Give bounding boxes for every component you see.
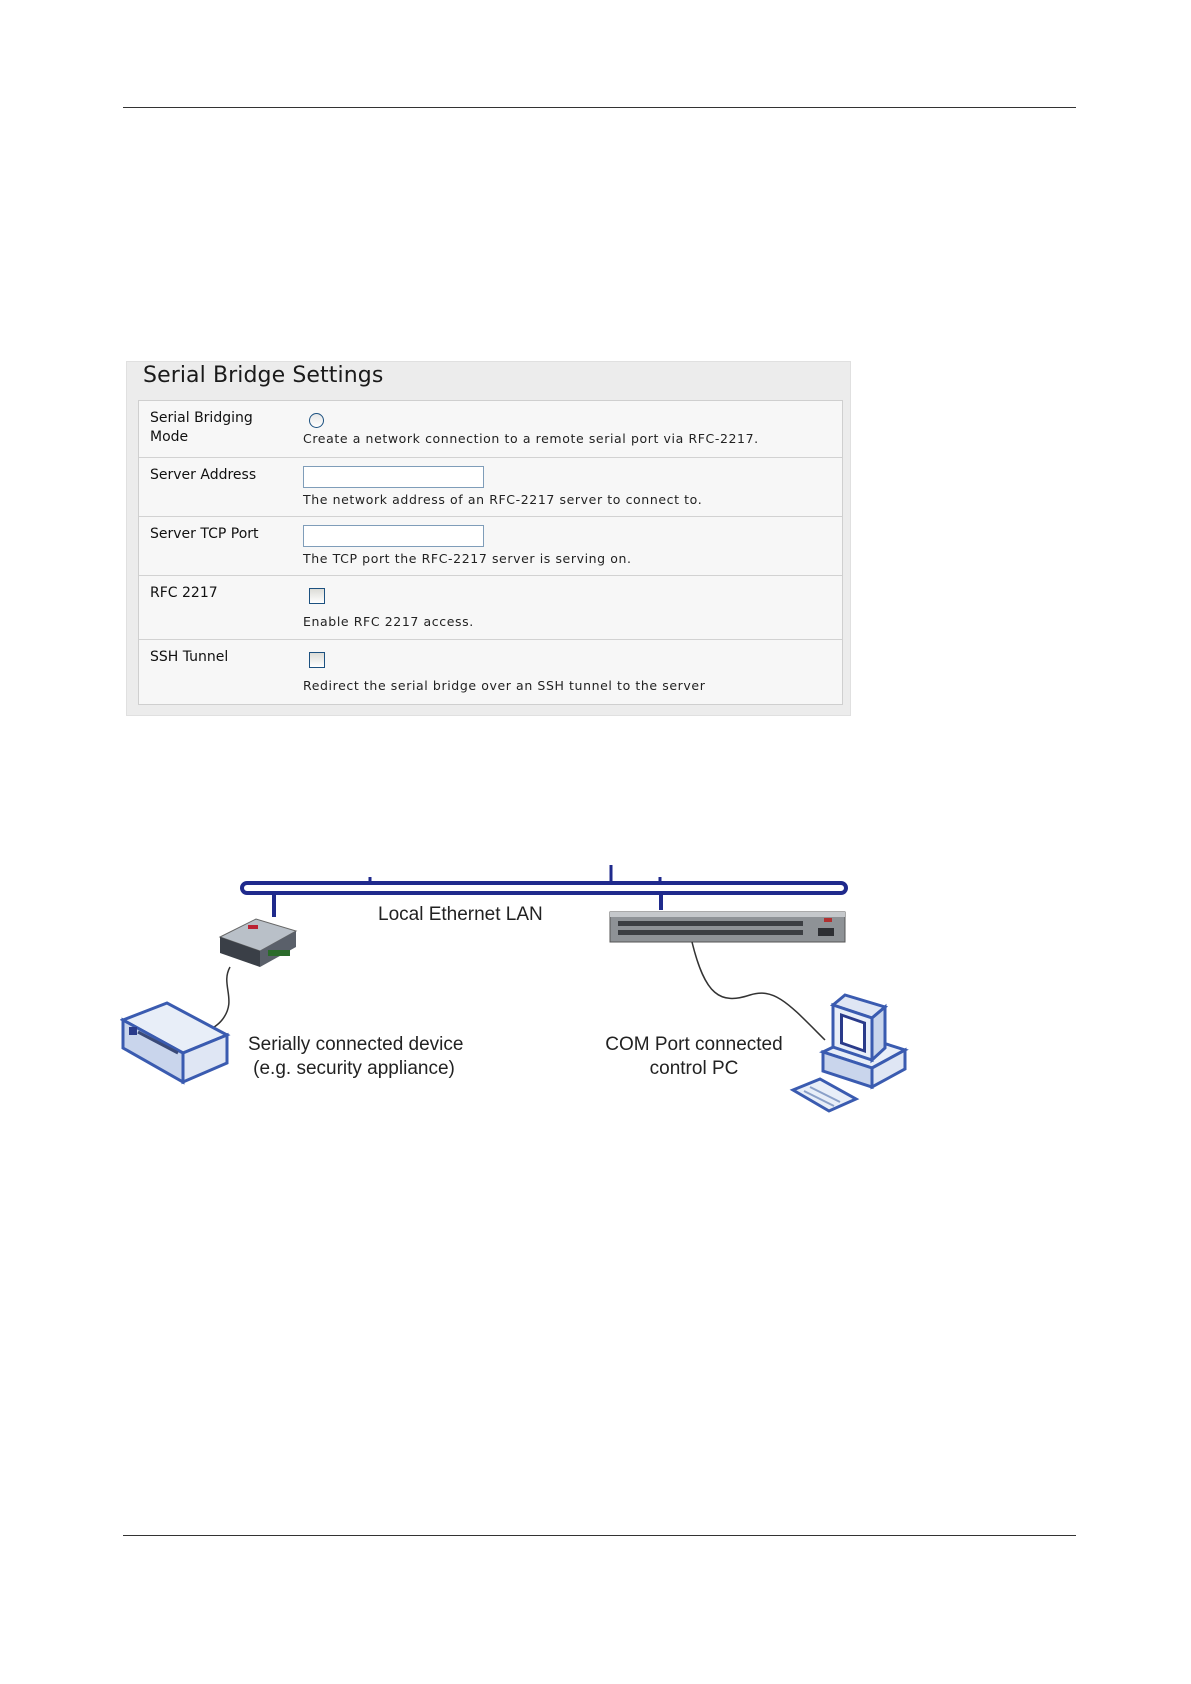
ethernet-cable (691, 941, 826, 1041)
server-tcp-port-label: Server TCP Port (150, 526, 259, 542)
server-tcp-port-help: The TCP port the RFC-2217 server is serv… (303, 551, 632, 566)
ssh-tunnel-checkbox[interactable] (309, 652, 325, 668)
network-switch-icon (609, 911, 846, 943)
header-rule (123, 107, 1076, 108)
row-server-address: Server Address The network address of an… (139, 458, 842, 517)
row-server-tcp-port: Server TCP Port The TCP port the RFC-221… (139, 517, 842, 576)
settings-form: Serial Bridging Mode Create a network co… (138, 400, 843, 705)
diagram-graphics (120, 865, 909, 1113)
label-line-1: Serial Bridging (150, 410, 253, 426)
row-rfc-2217: RFC 2217 Enable RFC 2217 access. (139, 576, 842, 640)
server-address-input[interactable] (303, 466, 484, 488)
network-diagram: Local Ethernet LAN Serially connected de… (120, 855, 920, 1130)
rfc-2217-label: RFC 2217 (150, 585, 218, 601)
rfc-2217-help: Enable RFC 2217 access. (303, 614, 474, 629)
footer-rule (123, 1535, 1076, 1536)
ethernet-bus (240, 865, 848, 917)
serial-bridging-mode-radio[interactable] (309, 413, 324, 428)
ssh-tunnel-help: Redirect the serial bridge over an SSH t… (303, 678, 706, 693)
control-pc-label-line-1: COM Port connected (605, 1034, 783, 1055)
panel-title: Serial Bridge Settings (143, 363, 384, 388)
row-ssh-tunnel: SSH Tunnel Redirect the serial bridge ov… (139, 640, 842, 704)
serial-bridging-mode-help: Create a network connection to a remote … (303, 431, 759, 446)
control-pc-icon (789, 993, 909, 1113)
security-appliance-icon (120, 1001, 231, 1085)
control-pc-label: COM Port connected control PC (597, 1033, 791, 1081)
ssh-tunnel-label: SSH Tunnel (150, 649, 229, 665)
serial-device-label-line-1: Serially connected device (248, 1034, 464, 1055)
device-server-icon (218, 918, 298, 967)
serial-bridge-settings-panel: Serial Bridge Settings Serial Bridging M… (126, 361, 851, 716)
server-tcp-port-input[interactable] (303, 525, 484, 547)
serial-device-label-line-2: (e.g. security appliance) (253, 1058, 455, 1079)
serial-device-label: Serially connected device (e.g. security… (248, 1033, 464, 1081)
label-line-2: Mode (150, 429, 189, 445)
control-pc-label-line-2: control PC (649, 1058, 739, 1079)
serial-bridging-mode-label: Serial Bridging Mode (150, 409, 280, 447)
server-address-label: Server Address (150, 467, 257, 483)
server-address-help: The network address of an RFC-2217 serve… (303, 492, 703, 507)
rfc-2217-checkbox[interactable] (309, 588, 325, 604)
lan-label: Local Ethernet LAN (378, 904, 543, 925)
row-serial-bridging-mode: Serial Bridging Mode Create a network co… (139, 401, 842, 458)
